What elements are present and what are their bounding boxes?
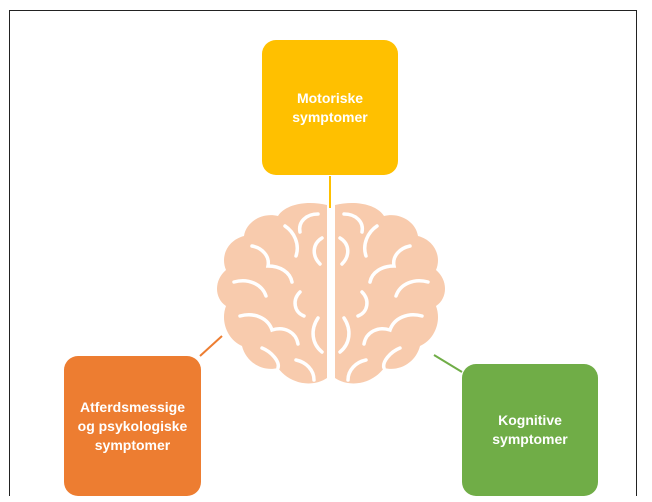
node-label: Atferdsmessige og psykologiske symptomer <box>77 398 188 453</box>
node-label: Kognitive symptomer <box>492 412 568 447</box>
brain-icon <box>217 203 445 384</box>
connector-kogn <box>433 354 463 373</box>
node-kognitive-symptomer: Kognitive symptomer <box>462 364 598 496</box>
node-atferdsmessige-symptomer: Atferdsmessige og psykologiske symptomer <box>64 356 201 496</box>
node-label: Motoriske symptomer <box>292 89 368 125</box>
connector-atferd <box>199 335 223 357</box>
node-motoriske-symptomer: Motoriske symptomer <box>262 40 398 175</box>
